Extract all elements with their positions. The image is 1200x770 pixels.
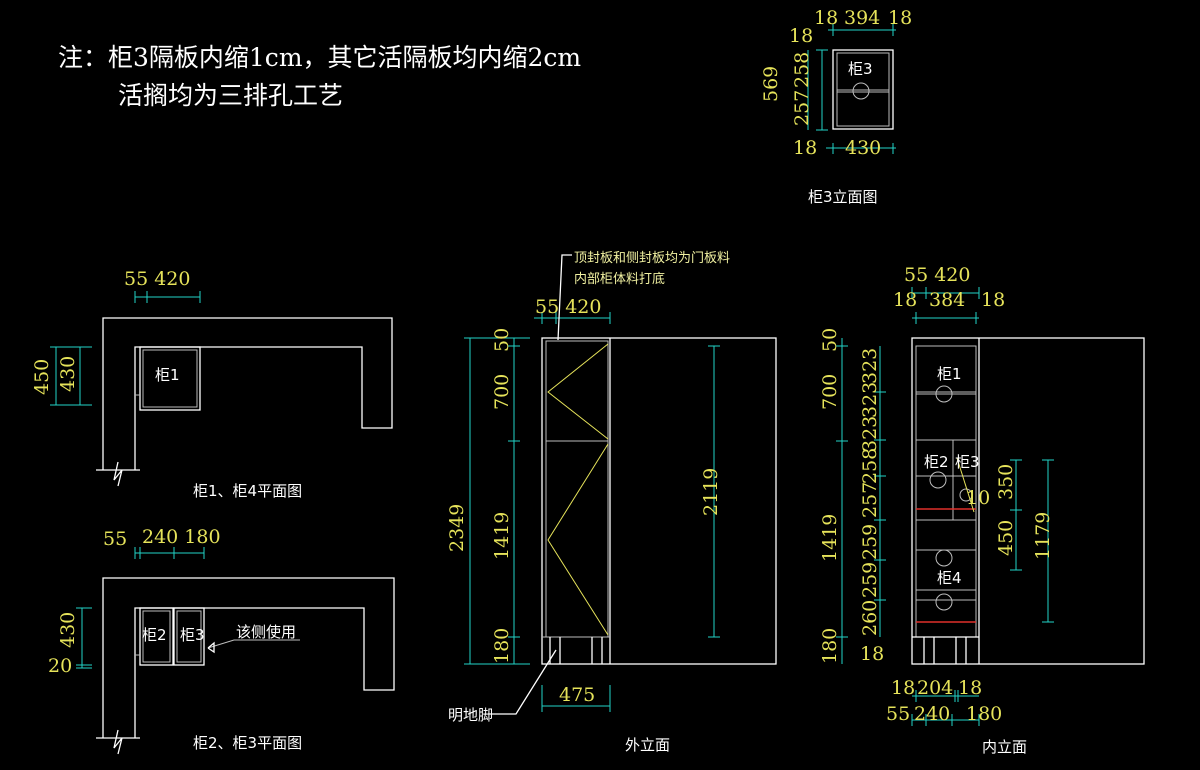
inner-dim-450: 450 (995, 520, 1017, 556)
inner-dim-bottom-240: 240 (914, 703, 950, 725)
outer-dim-top: 55 420 (535, 296, 601, 318)
cab3-dim-18c: 18 (789, 25, 813, 47)
inner-cab4-label: 柜4 (937, 569, 962, 587)
inner-dim-259b: 259 (859, 562, 881, 598)
outer-top-board-note-2: 内部柜体料打底 (574, 271, 665, 287)
inner-dim-259a: 259 (859, 524, 881, 560)
plan14-dim-width: 55 420 (124, 268, 190, 290)
inner-dim-top-18a: 18 (893, 289, 917, 311)
outer-dim-2349: 2349 (446, 504, 468, 552)
cab3-elevation: 柜3 18 394 18 18 569 258 257 18 430 (760, 7, 912, 159)
inner-dim-bottom-18a: 18 (891, 677, 915, 699)
outer-dim-2119: 2119 (700, 468, 722, 516)
cab3-dim-257: 257 (791, 90, 813, 126)
outer-elevation: 55 420 2349 50 700 1419 180 2119 475 顶封板… (446, 251, 777, 724)
plan14-cab1-label: 柜1 (155, 366, 180, 384)
inner-cab3-label: 柜3 (955, 453, 980, 471)
inner-dim-323c: 323 (859, 416, 881, 452)
cab3-dim-394: 394 (844, 7, 880, 29)
plan23-title: 柜2、柜3平面图 (193, 734, 302, 752)
cab3-dim-258: 258 (791, 52, 813, 88)
inner-cab2-label: 柜2 (924, 453, 949, 471)
outer-top-board-note-1: 顶封板和侧封板均为门板料 (574, 251, 730, 266)
inner-dim-323a: 323 (859, 348, 881, 384)
cab3-dim-18a: 18 (814, 7, 838, 29)
plan23-dim-20: 20 (48, 655, 72, 677)
plan14-title: 柜1、柜4平面图 (193, 482, 302, 500)
outer-exposed-leg-note: 明地脚 (448, 706, 493, 724)
outer-dim-475: 475 (559, 684, 595, 706)
outer-elevation-title: 外立面 (625, 736, 670, 754)
cab3-dim-18b: 18 (888, 7, 912, 29)
inner-dim-323b: 323 (859, 382, 881, 418)
outer-dim-180: 180 (491, 628, 513, 664)
cab3-label: 柜3 (848, 60, 873, 78)
note-line-1: 注：柜3隔板内缩1cm，其它活隔板均内缩2cm (58, 43, 581, 72)
inner-dim-180: 180 (819, 628, 841, 664)
inner-dim-top-384: 384 (929, 289, 965, 311)
plan23-this-side-note: 该侧使用 (236, 623, 296, 641)
inner-dim-bottom-180: 180 (966, 703, 1002, 725)
outer-dim-50: 50 (491, 328, 513, 352)
plan14-dim-450: 450 (31, 359, 53, 395)
note-line-2: 活搁均为三排孔工艺 (118, 81, 343, 110)
plan14-dim-430: 430 (57, 356, 79, 392)
inner-dim-700: 700 (819, 374, 841, 410)
inner-dim-350: 350 (995, 464, 1017, 500)
inner-dim-bottom-55: 55 (886, 703, 910, 725)
plan-cab2-cab3: 柜2 柜3 55 240 180 430 20 该侧使用 (48, 526, 395, 755)
inner-elevation-title: 内立面 (982, 738, 1027, 756)
outer-dim-700: 700 (491, 374, 513, 410)
inner-dim-top1: 55 420 (904, 264, 970, 286)
inner-dim-top-18c: 18 (981, 289, 1005, 311)
inner-dim-bottom-204: 204 (917, 677, 953, 699)
cab3-dim-430: 430 (845, 137, 881, 159)
plan23-cab2-label: 柜2 (142, 626, 167, 644)
cab3-dim-18-bottom: 18 (793, 137, 817, 159)
outer-dim-1419: 1419 (491, 512, 513, 560)
inner-dim-10: 10 (966, 487, 990, 509)
inner-dim-50: 50 (819, 328, 841, 352)
plan-cab1-cab4: 柜1 55 420 450 430 (31, 268, 393, 487)
inner-dim-1419: 1419 (819, 514, 841, 562)
plan23-dim-430: 430 (57, 612, 79, 648)
inner-dim-1179: 1179 (1032, 512, 1054, 560)
inner-elevation: 柜1 柜2 柜3 柜4 55 420 18 384 18 50 700 1419… (819, 264, 1145, 726)
inner-dim-18: 18 (860, 643, 884, 665)
inner-dim-260: 260 (859, 600, 881, 636)
inner-dim-258: 258 (859, 448, 881, 484)
cab3-dim-569: 569 (760, 66, 782, 102)
inner-dim-bottom-18c: 18 (958, 677, 982, 699)
plan23-cab3-label: 柜3 (180, 626, 205, 644)
plan23-dim-240-180: 240 180 (142, 526, 221, 548)
inner-dim-257: 257 (859, 482, 881, 518)
inner-cab1-label: 柜1 (937, 365, 962, 383)
plan23-dim-55: 55 (103, 528, 127, 550)
cab3-elevation-title: 柜3立面图 (808, 188, 878, 206)
